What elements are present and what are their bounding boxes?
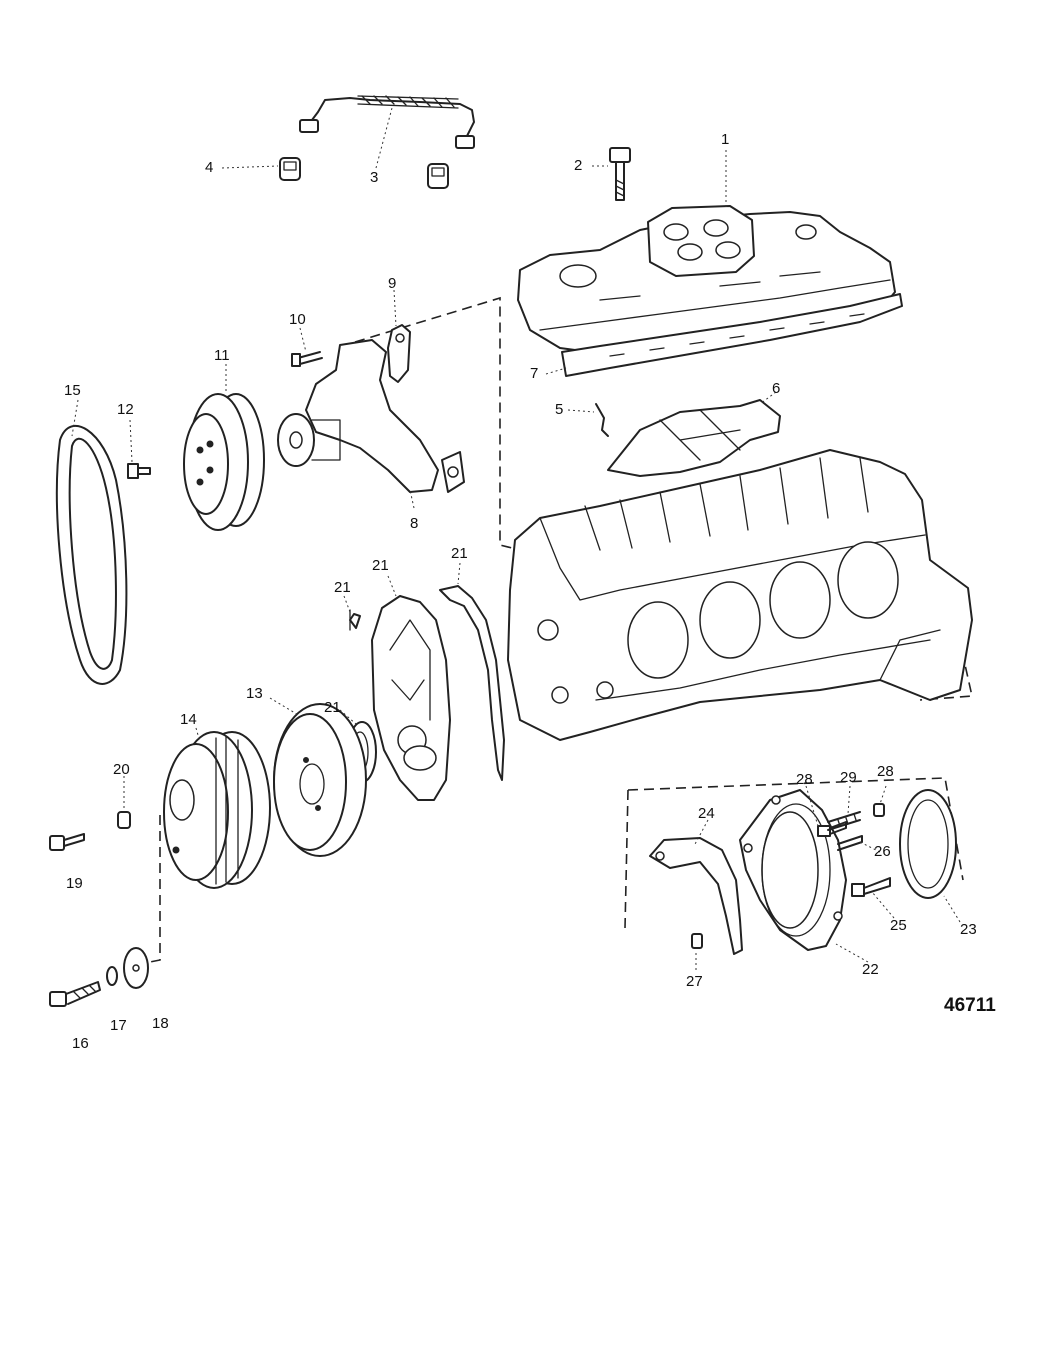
timing-cover-gasket (439, 585, 505, 781)
callout-2: 2 (574, 157, 583, 174)
timing-cover (371, 595, 451, 801)
water-pump-bolt (291, 351, 323, 367)
callout-3: 3 (370, 169, 379, 186)
callout-6: 6 (772, 380, 781, 397)
crank-washer (123, 947, 149, 989)
callout-19: 19 (66, 875, 83, 892)
water-pump-pulley (183, 393, 265, 531)
callout-28-left: 28 (796, 771, 813, 788)
callout-21-seal: 21 (324, 699, 341, 716)
callout-5: 5 (555, 401, 564, 418)
callout-24: 24 (698, 805, 715, 822)
callout-25: 25 (890, 917, 907, 934)
callout-14: 14 (180, 711, 197, 728)
callout-8: 8 (410, 515, 419, 532)
callout-12: 12 (117, 401, 134, 418)
callout-15: 15 (64, 382, 81, 399)
callout-18: 18 (152, 1015, 169, 1032)
callout-7: 7 (530, 365, 539, 382)
callout-10: 10 (289, 311, 306, 328)
line-fittings (279, 157, 449, 189)
rear-main-seal (899, 789, 957, 899)
callout-20: 20 (113, 761, 130, 778)
callout-leader-lines (71, 107, 961, 970)
diagram-reference-number: 46711 (944, 995, 996, 1016)
callout-1: 1 (721, 131, 730, 148)
callout-21-bolt: 21 (334, 579, 351, 596)
drive-belt (55, 424, 128, 685)
crank-bolt-19 (49, 833, 85, 851)
harmonic-balancer (273, 703, 367, 857)
rear-seal-housing (739, 789, 847, 951)
small-washer (117, 811, 131, 829)
callout-22: 22 (862, 961, 879, 978)
manifold-bolt (609, 147, 631, 201)
callout-21-cover: 21 (372, 557, 389, 574)
manifold-gasket (561, 293, 903, 377)
callout-21-gasket: 21 (451, 545, 468, 562)
callout-4: 4 (205, 159, 214, 176)
dowel-pin (691, 933, 703, 949)
water-pump-gasket (387, 324, 411, 383)
callout-11: 11 (214, 347, 230, 364)
callout-27: 27 (686, 973, 703, 990)
crankshaft-pulley (163, 731, 271, 889)
callout-26: 26 (874, 843, 891, 860)
callout-17: 17 (110, 1017, 127, 1034)
water-pump (277, 339, 465, 493)
small-clip (595, 403, 609, 437)
callout-9: 9 (388, 275, 397, 292)
housing-bolts (817, 803, 891, 897)
callout-16: 16 (72, 1035, 89, 1052)
callout-29: 29 (840, 769, 857, 786)
callout-28-right: 28 (877, 763, 894, 780)
rear-seal-gasket (649, 837, 743, 955)
lock-washer (106, 966, 118, 986)
callout-13: 13 (246, 685, 263, 702)
front-cover-bolt (349, 609, 361, 631)
engine-block (507, 449, 973, 741)
valley-cover-plate (607, 399, 781, 477)
crank-bolt-16 (49, 981, 101, 1007)
pulley-bolt (127, 463, 151, 479)
oil-line-hose (299, 95, 475, 149)
callout-23: 23 (960, 921, 977, 938)
